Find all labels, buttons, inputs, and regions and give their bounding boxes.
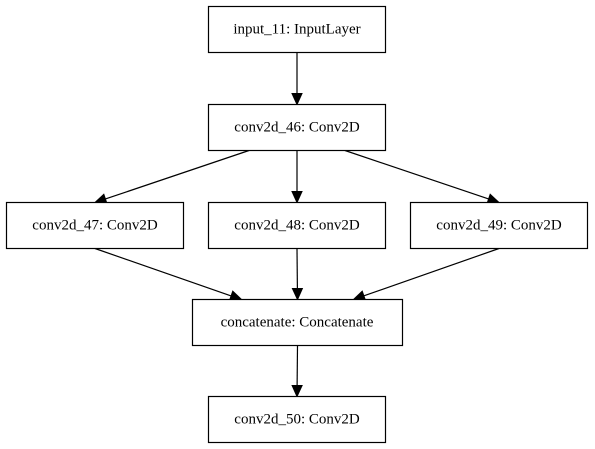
arrowhead-input_11-to-conv2d_46 — [291, 93, 303, 106]
node-label-conv2d_47: conv2d_47: Conv2D — [32, 218, 158, 234]
arrowhead-concatenate-to-conv2d_50 — [291, 384, 303, 398]
node-box-conv2d_46 — [207, 103, 387, 152]
node-label-conv2d_46: conv2d_46: Conv2D — [234, 120, 360, 136]
node-concatenate: concatenate: Concatenate — [191, 298, 404, 347]
node-label-input_11: input_11: InputLayer — [233, 22, 360, 38]
edge-conv2d_46-to-conv2d_47 — [105, 149, 250, 200]
node-box-conv2d_49 — [409, 201, 589, 250]
node-conv2d_48: conv2d_48: Conv2D — [207, 201, 387, 250]
arrowhead-conv2d_48-to-concatenate — [291, 287, 304, 301]
node-input_11: input_11: InputLayer — [207, 5, 387, 54]
node-label-conv2d_50: conv2d_50: Conv2D — [234, 412, 360, 428]
node-conv2d_47: conv2d_47: Conv2D — [5, 201, 185, 250]
node-label-concatenate: concatenate: Concatenate — [221, 315, 374, 331]
node-box-input_11 — [207, 5, 387, 54]
edge-conv2d_47-to-concatenate — [94, 247, 232, 297]
edge-conv2d_49-to-concatenate — [363, 247, 500, 297]
node-conv2d_46: conv2d_46: Conv2D — [207, 103, 387, 152]
arrowhead-conv2d_46-to-conv2d_48 — [291, 191, 303, 204]
edge-conv2d_46-to-conv2d_49 — [344, 149, 489, 200]
node-conv2d_49: conv2d_49: Conv2D — [409, 201, 589, 250]
edges-layer — [93, 52, 501, 398]
node-label-conv2d_49: conv2d_49: Conv2D — [436, 218, 562, 234]
node-box-conv2d_48 — [207, 201, 387, 250]
node-box-conv2d_47 — [5, 201, 185, 250]
node-box-concatenate — [191, 298, 404, 347]
node-conv2d_50: conv2d_50: Conv2D — [207, 395, 387, 444]
node-box-conv2d_50 — [207, 395, 387, 444]
node-label-conv2d_48: conv2d_48: Conv2D — [234, 218, 360, 234]
